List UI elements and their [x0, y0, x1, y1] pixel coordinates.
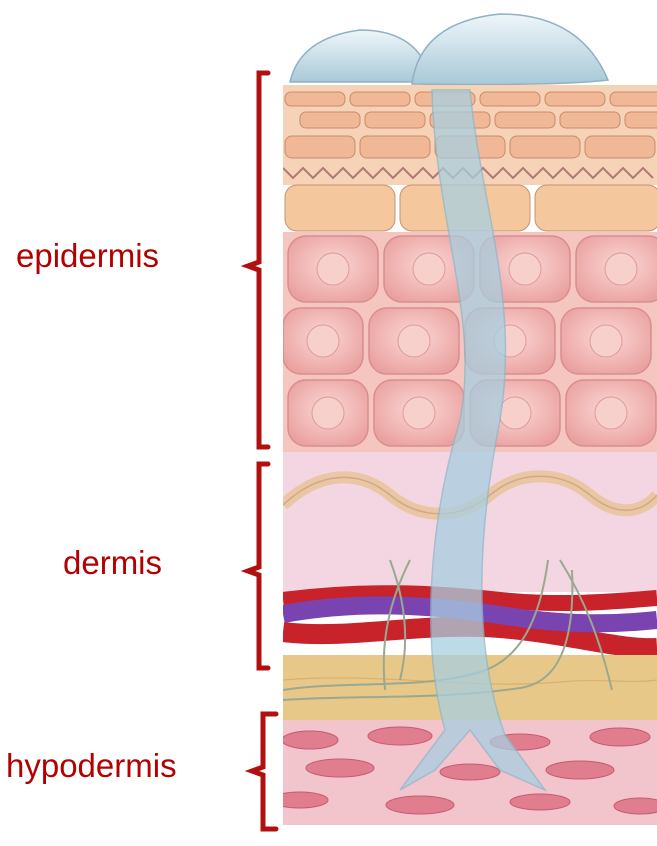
water-droplets — [290, 14, 608, 85]
epidermis-label: epidermis — [16, 236, 159, 276]
dermis-bracket — [248, 464, 268, 668]
hypodermis-bracket — [252, 714, 276, 829]
hypodermis-label: hypodermis — [6, 746, 177, 786]
dermis-label: dermis — [63, 543, 162, 583]
epidermis-bracket — [248, 73, 268, 447]
